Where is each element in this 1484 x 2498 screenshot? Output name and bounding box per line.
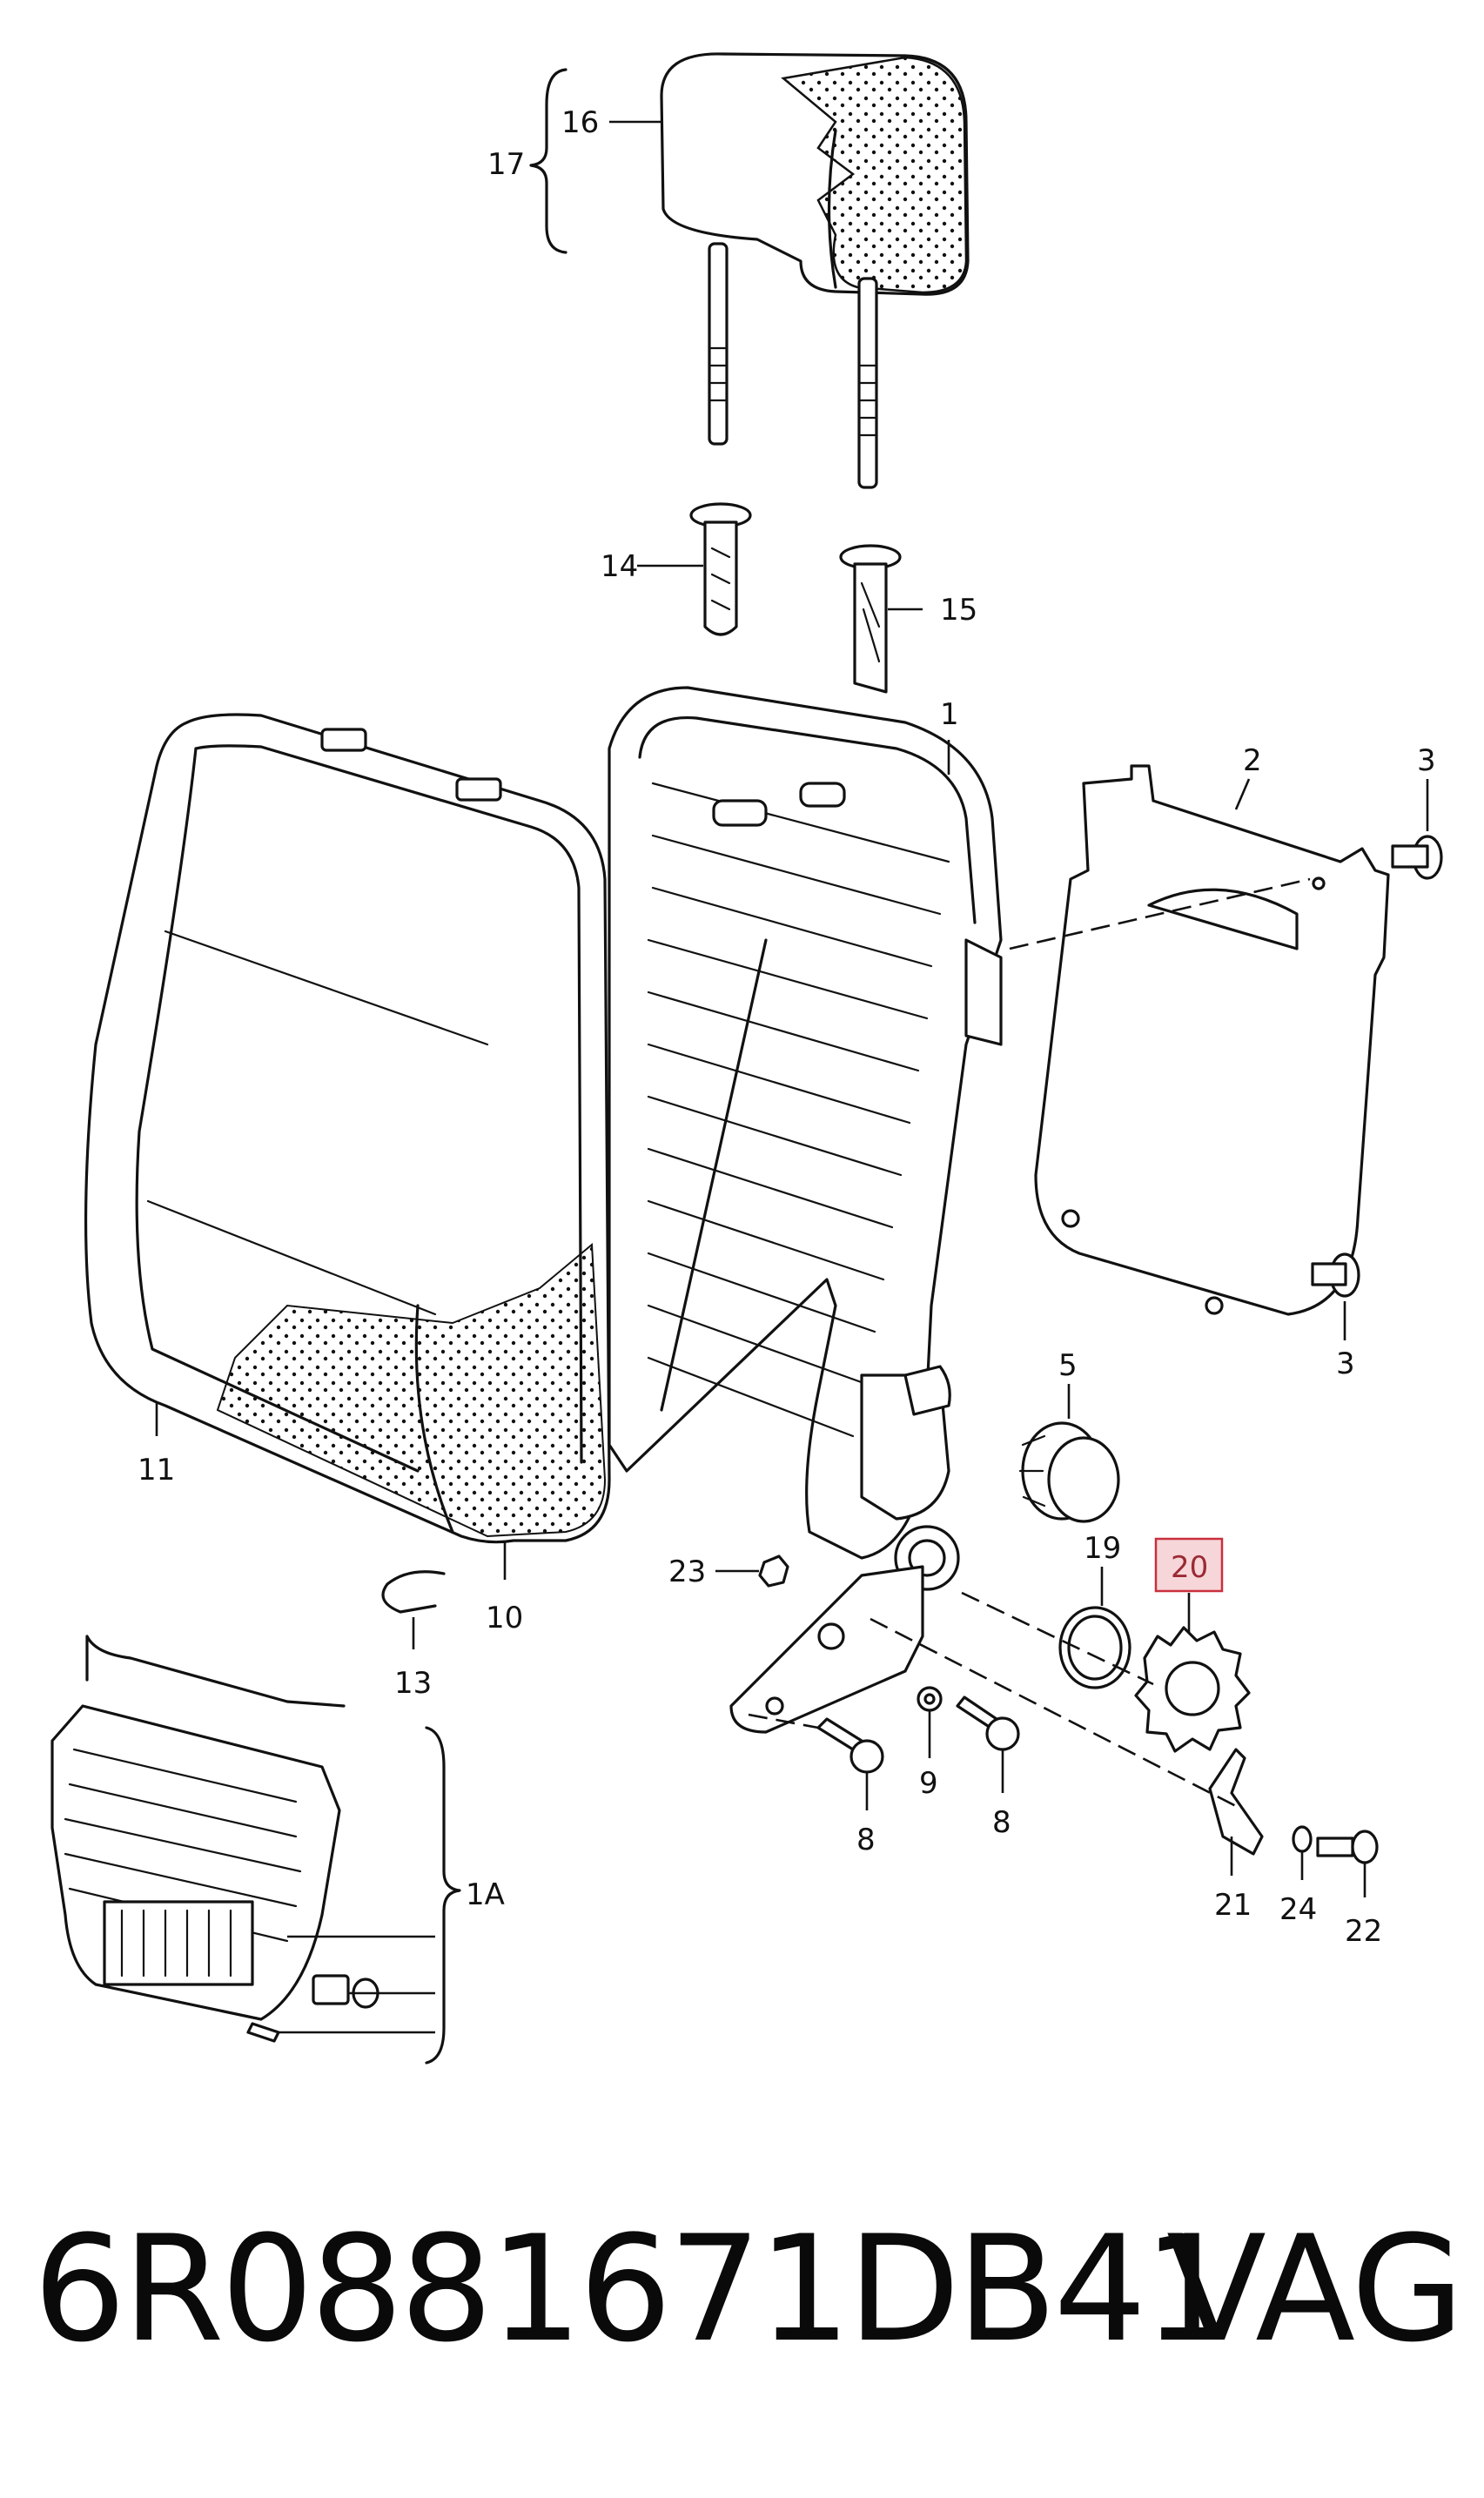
screw-3-bottom [1311,1252,1360,1298]
callout-21: 21 [1214,1888,1252,1923]
callout-5: 5 [1058,1348,1078,1383]
heater-mat-assembly [50,1635,379,2043]
callout-9: 9 [919,1766,938,1801]
headrest-guide-15 [839,544,902,694]
callout-16: 16 [561,105,599,140]
assembly-line [1009,877,1311,950]
knob-5 [1018,1421,1120,1523]
callout-10: 10 [486,1601,523,1635]
callout-3-top: 3 [1417,743,1436,778]
nut-23 [758,1555,789,1588]
callout-19: 19 [1084,1531,1121,1566]
callout-8-right: 8 [992,1805,1011,1840]
washer-24 [1292,1825,1313,1853]
assembly-line [870,1617,1237,1808]
callout-15: 15 [940,593,977,628]
trim-21 [1208,1748,1264,1856]
callout-17: 17 [487,147,525,182]
callout-23: 23 [668,1555,706,1589]
callout-14: 14 [601,549,638,584]
screw-3-top [1391,835,1443,880]
leader-lines [155,120,1429,2034]
callout-13: 13 [394,1666,432,1701]
bolt-8-left [816,1717,884,1774]
callout-22: 22 [1345,1914,1382,1949]
headrest-part [660,52,970,489]
part-number: 6R0881671DB41 [33,2204,1236,2374]
highlight-box-20 [1154,1537,1224,1593]
backrest-frame [608,686,1003,1560]
bolt-8-right [956,1696,1020,1751]
brace-17 [529,68,567,254]
callout-1A: 1A [466,1877,505,1912]
brace-1A [425,1726,461,2065]
headrest-guide-14 [689,502,752,636]
callout-8-left: 8 [856,1823,876,1857]
clip-13 [381,1570,446,1614]
adjuster-knob-20 [1134,1626,1251,1753]
assembly-line [961,1591,1154,1686]
callout-2: 2 [1243,743,1262,778]
callout-labels: 17 16 14 15 1 2 3 3 5 11 10 13 23 19 20 … [138,105,1436,1949]
assembly-line [748,1713,819,1729]
side-cover-panel [1034,764,1390,1316]
callout-3-bottom: 3 [1336,1346,1355,1381]
ring-19 [1058,1606,1131,1689]
bolt-22 [1316,1830,1379,1864]
washer-9 [917,1686,943,1712]
hinge-bracket [729,1565,924,1734]
callout-24: 24 [1279,1892,1317,1927]
brand-name: VAG [1166,2204,1464,2374]
callout-1: 1 [940,697,959,732]
callout-11: 11 [138,1453,175,1487]
backrest-cushion [84,713,611,1544]
callout-20: 20 [1171,1550,1208,1585]
footer: 6R0881671DB41 VAG [0,2202,1484,2376]
